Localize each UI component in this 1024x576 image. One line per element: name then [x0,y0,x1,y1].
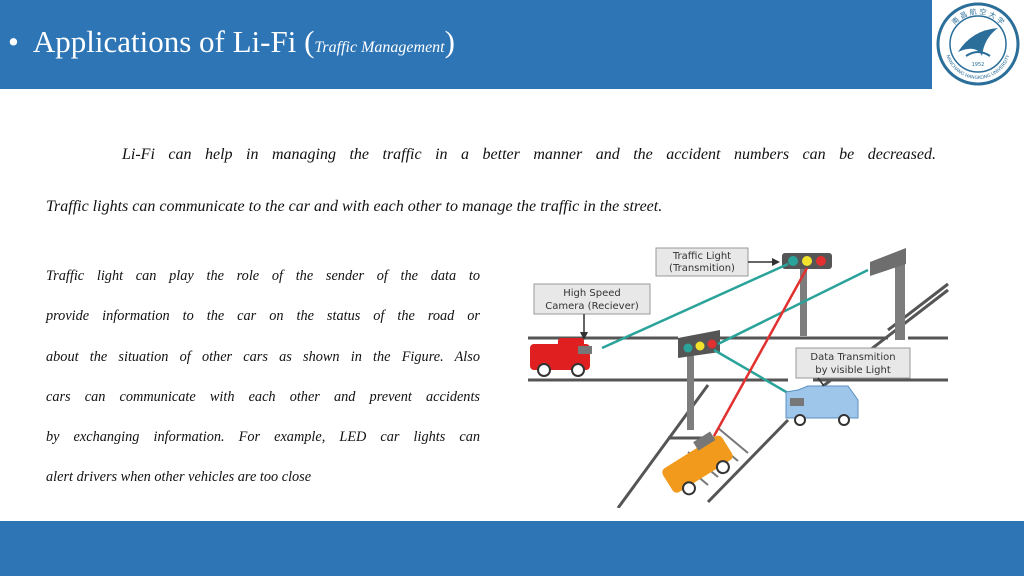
svg-text:by visible Light: by visible Light [815,365,891,376]
university-seal-icon: 南 昌 航 空 大 学 NANCHANG HANGKONG UNIVERSITY… [936,2,1020,86]
body-line: cars can communicate with each other and… [46,388,480,405]
intro-line-2: Traffic lights can communicate to the ca… [46,198,663,215]
red-car [530,338,592,377]
pole-mid-light [687,352,694,430]
footer-bar [0,521,1024,576]
seal-year: 1952 [972,62,985,68]
svg-text:Camera (Reciever): Camera (Reciever) [545,301,639,312]
title-bullet: • [8,24,19,59]
intro-line-1: Li-Fi can help in managing the traffic i… [122,146,936,163]
slide-title: • Applications of Li-Fi (Traffic Manageme… [8,24,455,60]
traffic-light-top [782,253,832,269]
university-logo: 南 昌 航 空 大 学 NANCHANG HANGKONG UNIVERSITY… [932,0,1024,89]
lifi-traffic-figure: Traffic Light (Transmition) High Speed C… [518,240,958,509]
pole-right [895,264,905,340]
title-subtitle: Traffic Management [314,39,445,56]
sign-right [870,248,906,276]
label-traffic-light: Traffic Light (Transmition) [655,247,780,277]
label-data-transmission: Data Transmition by visible Light [795,347,911,387]
body-line: by exchanging information. For example, … [46,429,480,446]
body-line: about the situation of other cars as sho… [46,348,480,365]
intro-text: Li-Fi can help in managing the traffic i… [46,140,936,244]
traffic-diagram: Traffic Light (Transmition) High Speed C… [528,247,949,509]
body-line: provide information to the car on the st… [46,308,480,325]
body-paragraph: Traffic light can play the role of the s… [46,256,480,498]
svg-text:Traffic Light: Traffic Light [672,251,731,262]
svg-text:High Speed: High Speed [563,288,621,299]
body-line: Traffic light can play the role of the s… [46,268,480,284]
title-close: ) [444,24,455,59]
body-line: alert drivers when other vehicles are to… [46,469,312,486]
svg-text:Data Transmition: Data Transmition [810,352,895,363]
title-main: Applications of Li-Fi ( [32,24,315,59]
road-lines [528,282,949,509]
label-camera: High Speed Camera (Reciever) [533,283,651,340]
traffic-light-mid [678,330,720,358]
orange-car [662,431,733,496]
blue-car [785,385,859,426]
header-bar: • Applications of Li-Fi (Traffic Manageme… [0,0,932,89]
svg-text:(Transmition): (Transmition) [669,263,735,274]
